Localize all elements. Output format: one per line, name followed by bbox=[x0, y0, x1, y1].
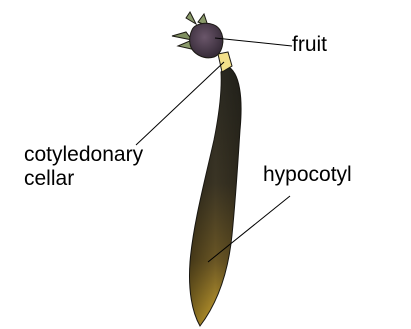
hypocotyl-label: hypocotyl bbox=[263, 163, 352, 187]
hypocotyl-shape bbox=[189, 66, 241, 326]
fruit-shape bbox=[172, 12, 223, 58]
hypocotyl-label-text: hypocotyl bbox=[263, 163, 352, 186]
cotyledonary-label-line1: cotyledonary bbox=[24, 143, 143, 167]
cotyledonary-leader-line bbox=[136, 62, 224, 145]
fruit-leader-line bbox=[215, 38, 292, 46]
fruit-label: fruit bbox=[292, 33, 327, 57]
cotyledonary-collar-label: cotyledonary cellar bbox=[24, 143, 143, 191]
fruit-label-text: fruit bbox=[292, 33, 327, 56]
cotyledonary-label-line2: cellar bbox=[24, 167, 143, 191]
